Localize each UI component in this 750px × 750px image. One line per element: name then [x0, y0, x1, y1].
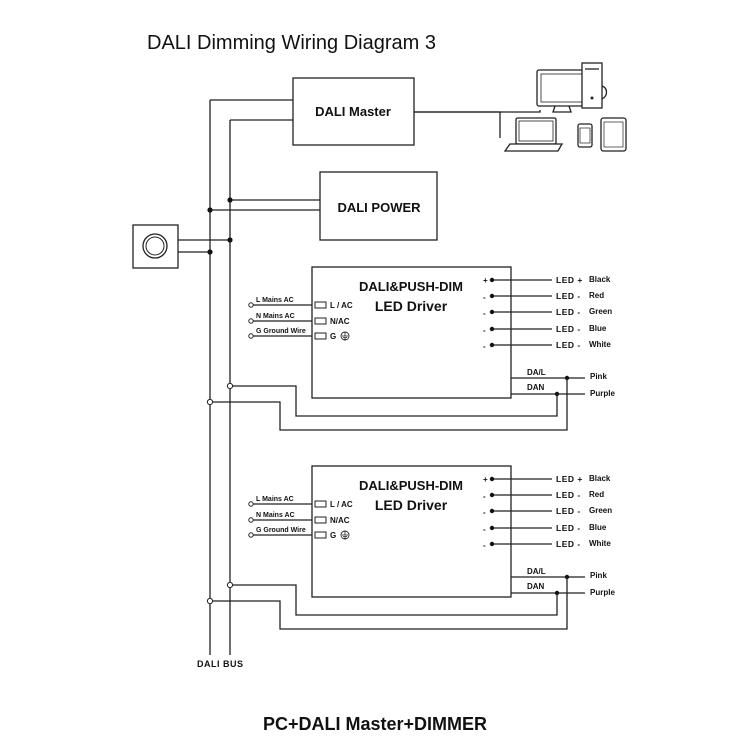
wire-color: Black [589, 275, 611, 284]
output-sign: - [483, 508, 486, 517]
output-sign: - [483, 342, 486, 351]
dali-bus-wires [178, 99, 320, 655]
terminal-g: G [330, 531, 336, 540]
bus-return-wire-dal [210, 378, 568, 431]
led-label: LED - [556, 340, 581, 350]
input-label-l: L Mains AC [256, 496, 294, 503]
output-sign: - [483, 492, 486, 501]
ground-symbol-icon [340, 530, 350, 540]
bus-return-wire-dan [230, 385, 558, 417]
input-label-g: G Ground Wire [256, 527, 306, 534]
led-driver-1: DALI&PUSH-DIM LED Driver L Mains AC L / … [206, 266, 615, 431]
wire-color: Pink [590, 571, 607, 580]
led-label: LED - [556, 539, 581, 549]
terminal-n: N/AC [330, 317, 350, 326]
terminal-g: G [330, 332, 336, 341]
output-sign: - [483, 525, 486, 534]
driver-2-dali-terminals: DA/L Pink DAN Purple [511, 567, 615, 597]
led-driver-2: DALI&PUSH-DIM LED Driver L Mains AC L / … [206, 465, 615, 630]
input-label-n: N Mains AC [256, 512, 295, 519]
led-label: LED - [556, 523, 581, 533]
led-label: LED - [556, 291, 581, 301]
dali-master-label: DALI Master [315, 104, 391, 119]
driver-2-inputs: L Mains AC L / AC N Mains AC N/AC G Grou… [248, 496, 353, 540]
led-label: LED - [556, 324, 581, 334]
dali-power-label: DALI POWER [337, 200, 421, 215]
dali-terminal-label: DA/L [527, 368, 546, 377]
output-sign: - [483, 309, 486, 318]
dali-master-box: DALI Master [292, 77, 541, 146]
bus-junction-dots [207, 197, 233, 255]
output-sign: + [483, 475, 488, 484]
driver-1-dali-terminals: DA/L Pink DAN Purple [511, 368, 615, 398]
terminal-l: L / AC [330, 500, 353, 509]
driver-title-line2: LED Driver [375, 497, 448, 513]
dali-power-box: DALI POWER [319, 171, 438, 241]
wire-color: Purple [590, 389, 615, 398]
wire-color: Purple [590, 588, 615, 597]
led-label: LED - [556, 307, 581, 317]
driver-2-outputs: + LED + Black - LED - Red - LED - Green … [483, 474, 612, 550]
computer-devices [503, 62, 627, 152]
dali-terminal-label: DA/L [527, 567, 546, 576]
wire-color: Blue [589, 324, 607, 333]
bus-return-wire-dal [210, 577, 568, 630]
output-sign: - [483, 541, 486, 550]
smartphone-icon [577, 123, 593, 148]
diagram-title: DALI Dimming Wiring Diagram 3 [147, 32, 436, 54]
wire-color: White [589, 539, 611, 548]
input-label-l: L Mains AC [256, 297, 294, 304]
driver-1-outputs: + LED + Black - LED - Red - LED - Green … [483, 275, 612, 351]
led-label: LED - [556, 490, 581, 500]
pc-tower-icon [581, 62, 608, 109]
wire-color: Red [589, 291, 604, 300]
wire-color: White [589, 340, 611, 349]
desktop-monitor-icon [536, 69, 588, 113]
dali-terminal-label: DAN [527, 383, 545, 392]
output-sign: - [483, 326, 486, 335]
ground-symbol-icon [340, 331, 350, 341]
dali-bus-label: DALI BUS [197, 659, 244, 669]
wire-color: Pink [590, 372, 607, 381]
wire-color: Blue [589, 523, 607, 532]
diagram-footer: PC+DALI Master+DIMMER [263, 714, 487, 734]
input-label-g: G Ground Wire [256, 328, 306, 335]
dali-terminal-label: DAN [527, 582, 545, 591]
tablet-icon [600, 117, 627, 152]
laptop-icon [503, 117, 564, 152]
push-dimmer-switch [132, 224, 179, 269]
led-label: LED + [556, 474, 583, 484]
output-sign: - [483, 293, 486, 302]
led-label: LED - [556, 506, 581, 516]
bus-return-wire-dan [230, 584, 558, 616]
led-label: LED + [556, 275, 583, 285]
wire-color: Green [589, 307, 612, 316]
wire-color: Green [589, 506, 612, 515]
driver-title-line1: DALI&PUSH-DIM [359, 478, 463, 493]
wire-color: Red [589, 490, 604, 499]
driver-title-line2: LED Driver [375, 298, 448, 314]
driver-title-line1: DALI&PUSH-DIM [359, 279, 463, 294]
input-label-n: N Mains AC [256, 313, 295, 320]
terminal-n: N/AC [330, 516, 350, 525]
wire-color: Black [589, 474, 611, 483]
terminal-l: L / AC [330, 301, 353, 310]
driver-1-inputs: L Mains AC L / AC N Mains AC N/AC G Grou… [248, 297, 353, 341]
output-sign: + [483, 276, 488, 285]
